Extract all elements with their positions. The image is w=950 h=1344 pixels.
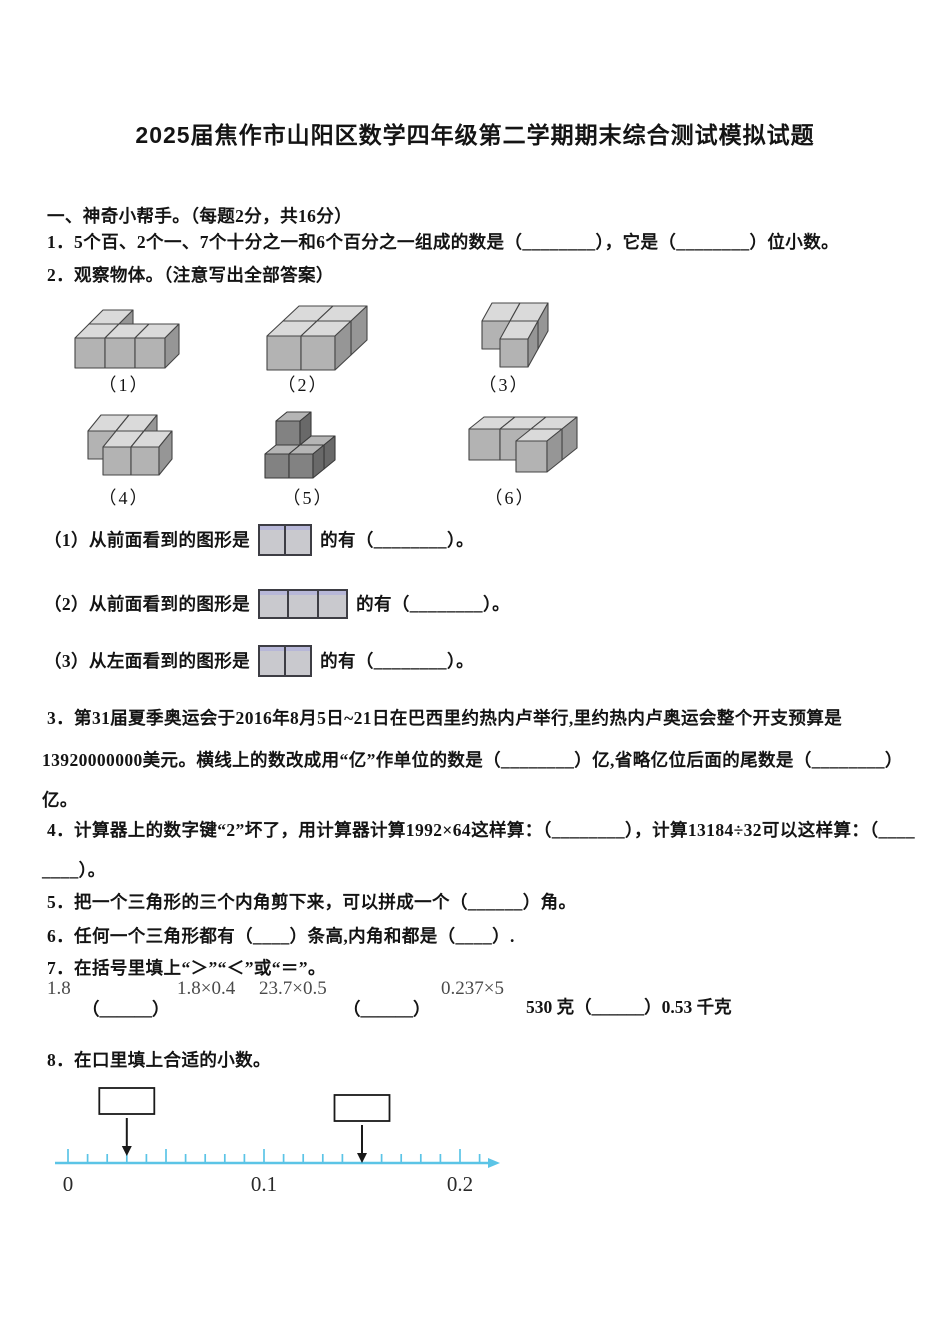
question-7: 7．在括号里填上“＞”“＜”或“＝”。 [47,958,326,978]
figure-3-label: （3） [478,375,530,395]
question-4-line1: 4．计算器上的数字键“2”坏了，用计算器计算1992×64这样算：（______… [47,820,916,840]
question-8: 8．在口里填上合适的小数。 [47,1050,271,1070]
numberline-label: 0.2 [447,1172,473,1196]
q7-blank-1: （______） [82,999,170,1019]
q7-grams-comparison: 530 克（______）0.53 千克 [526,997,732,1017]
view-shape-box-1 [258,524,313,556]
cube-figure-6 [468,416,578,473]
figure-1-label: （1） [98,375,150,395]
question-5: 5．把一个三角形的三个内角剪下来，可以拼成一个（______）角。 [47,892,577,912]
question-3-line1: 3．第31届夏季奥运会于2016年8月5日~21日在巴西里约热内卢举行,里约热内… [47,708,843,728]
cube-figure-5 [264,411,336,479]
sub-question-3-blank: 的有（________）。 [320,651,475,671]
sub-question-1: （1）从前面看到的图形是 的有（________）。 [44,524,474,556]
view-shape-cell [318,589,349,619]
view-shape-cell [258,524,286,556]
cube-figure-2 [266,305,368,371]
question-3-line3: 亿。 [42,790,78,810]
view-shape-box-3 [258,645,313,677]
q7-expr-3: 23.7×0.5 [259,978,327,999]
answer-box [98,1087,156,1115]
question-7-items: 1.8 （______） 1.8×0.4 23.7×0.5 （______） 0… [40,978,910,1024]
answer-box [333,1094,391,1122]
question-3-line2: 13920000000美元。横线上的数改成用“亿”作单位的数是（________… [42,750,903,770]
view-shape-cell [288,589,319,619]
cube-figure-1 [74,309,180,369]
q7-expr-2: 1.8×0.4 [177,978,236,999]
q7-blank-2: （______） [343,999,431,1019]
number-line-figure: 0 0.1 0.2 [55,1087,500,1196]
view-shape-cell [285,645,313,677]
view-shape-cell [258,589,289,619]
view-shape-box-2 [258,589,349,619]
q7-expr-4: 0.237×5 [441,978,504,999]
view-shape-cell [285,524,313,556]
sub-question-2-text: （2）从前面看到的图形是 [44,594,251,614]
figure-2-label: （2） [277,375,329,395]
numberline-label: 0 [63,1172,74,1196]
question-4-line2: ____）。 [42,860,106,880]
view-shape-cell [258,645,286,677]
section-heading: 一、神奇小帮手。（每题2分，共16分） [47,206,353,226]
sub-question-3-text: （3）从左面看到的图形是 [44,651,251,671]
cube-figure-4 [87,414,173,476]
sub-question-2: （2）从前面看到的图形是 的有（________）。 [44,589,510,619]
question-6: 6．任何一个三角形都有（____）条高,内角和都是（____）. [47,926,515,946]
cube-figure-3 [481,302,549,368]
q7-expr-1: 1.8 [47,978,71,999]
sub-question-3: （3）从左面看到的图形是 的有（________）。 [44,645,474,677]
sub-question-1-blank: 的有（________）。 [320,530,475,550]
question-2: 2．观察物体。（注意写出全部答案） [47,265,334,285]
page-title: 2025届焦作市山阳区数学四年级第二学期期末综合测试模拟试题 [135,122,815,148]
figure-5-label: （5） [282,488,334,508]
sub-question-1-text: （1）从前面看到的图形是 [44,530,251,550]
numberline-label: 0.1 [251,1172,277,1196]
sub-question-2-blank: 的有（________）。 [356,594,511,614]
figure-4-label: （4） [98,488,150,508]
question-1: 1．5个百、2个一、7个十分之一和6个百分之一组成的数是（________），它… [47,232,839,252]
figure-6-label: （6） [484,488,536,508]
